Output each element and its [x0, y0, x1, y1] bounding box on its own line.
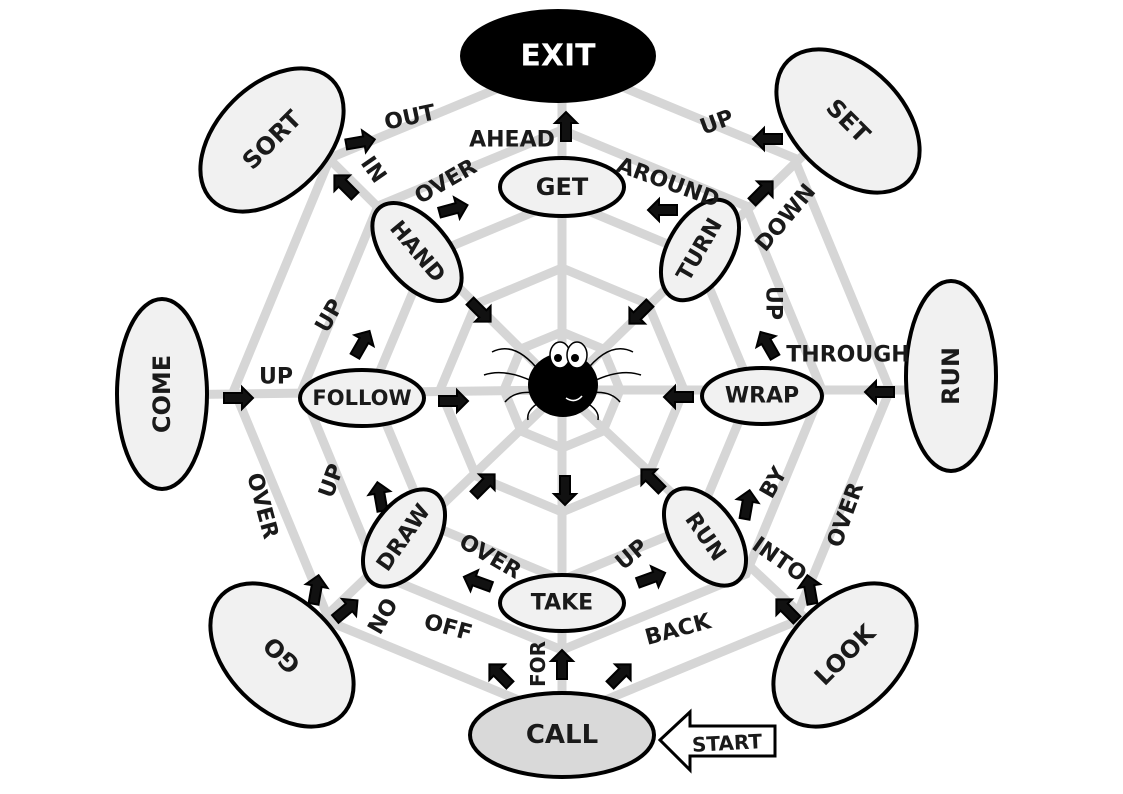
arrow-icon [550, 649, 574, 680]
node-draw[interactable]: DRAW [346, 475, 462, 602]
spider-icon [483, 341, 642, 421]
edge-label: OVER [411, 154, 482, 209]
edge-label: IN [355, 152, 391, 188]
arrow-icon [647, 198, 678, 222]
node-label: GET [536, 173, 589, 201]
node-follow[interactable]: FOLLOW [298, 368, 426, 428]
node-get[interactable]: GET [498, 156, 626, 218]
edge-label: AHEAD [469, 128, 555, 153]
node-take[interactable]: TAKE [498, 573, 626, 633]
node-come[interactable]: COME [115, 297, 209, 491]
node-label: WRAP [725, 384, 799, 409]
node-label: EXIT [520, 39, 596, 74]
node-label: TAKE [531, 591, 593, 616]
node-label: CALL [526, 720, 598, 750]
arrow-icon [344, 324, 381, 363]
arrow-icon [633, 561, 670, 595]
node-turn[interactable]: TURN [645, 186, 755, 313]
arrow-icon [732, 487, 762, 522]
edge-label: UP [259, 365, 293, 390]
arrow-icon [749, 325, 786, 364]
node-wrap[interactable]: WRAP [700, 366, 824, 426]
node-label: FOLLOW [312, 386, 411, 410]
edge-label: ON [361, 593, 401, 638]
node-run-outer[interactable]: RUN [904, 279, 998, 473]
arrow-icon [553, 475, 577, 506]
edge-label: UP [311, 295, 350, 337]
edge-label: OUT [382, 100, 438, 135]
edge-label: FOR [526, 641, 550, 687]
node-exit[interactable]: EXIT [460, 9, 656, 103]
edge-label: INTO [747, 532, 811, 587]
node-hand[interactable]: HAND [355, 187, 479, 317]
node-label: COME [148, 355, 176, 433]
start-label: START [691, 729, 763, 757]
node-look[interactable]: LOOK [746, 556, 944, 754]
edge-label: OVER [823, 479, 869, 551]
edge-label: THROUGH [786, 343, 909, 368]
node-label: RUN [937, 347, 965, 405]
node-run-inner[interactable]: RUN [647, 474, 763, 601]
node-call[interactable]: CALL [468, 691, 656, 779]
edge-label: UP [761, 286, 786, 320]
node-go[interactable]: GO [183, 556, 381, 754]
node-sort[interactable]: SORT [173, 41, 371, 239]
start-arrow: START [657, 708, 777, 774]
node-set[interactable]: SET [749, 22, 947, 220]
